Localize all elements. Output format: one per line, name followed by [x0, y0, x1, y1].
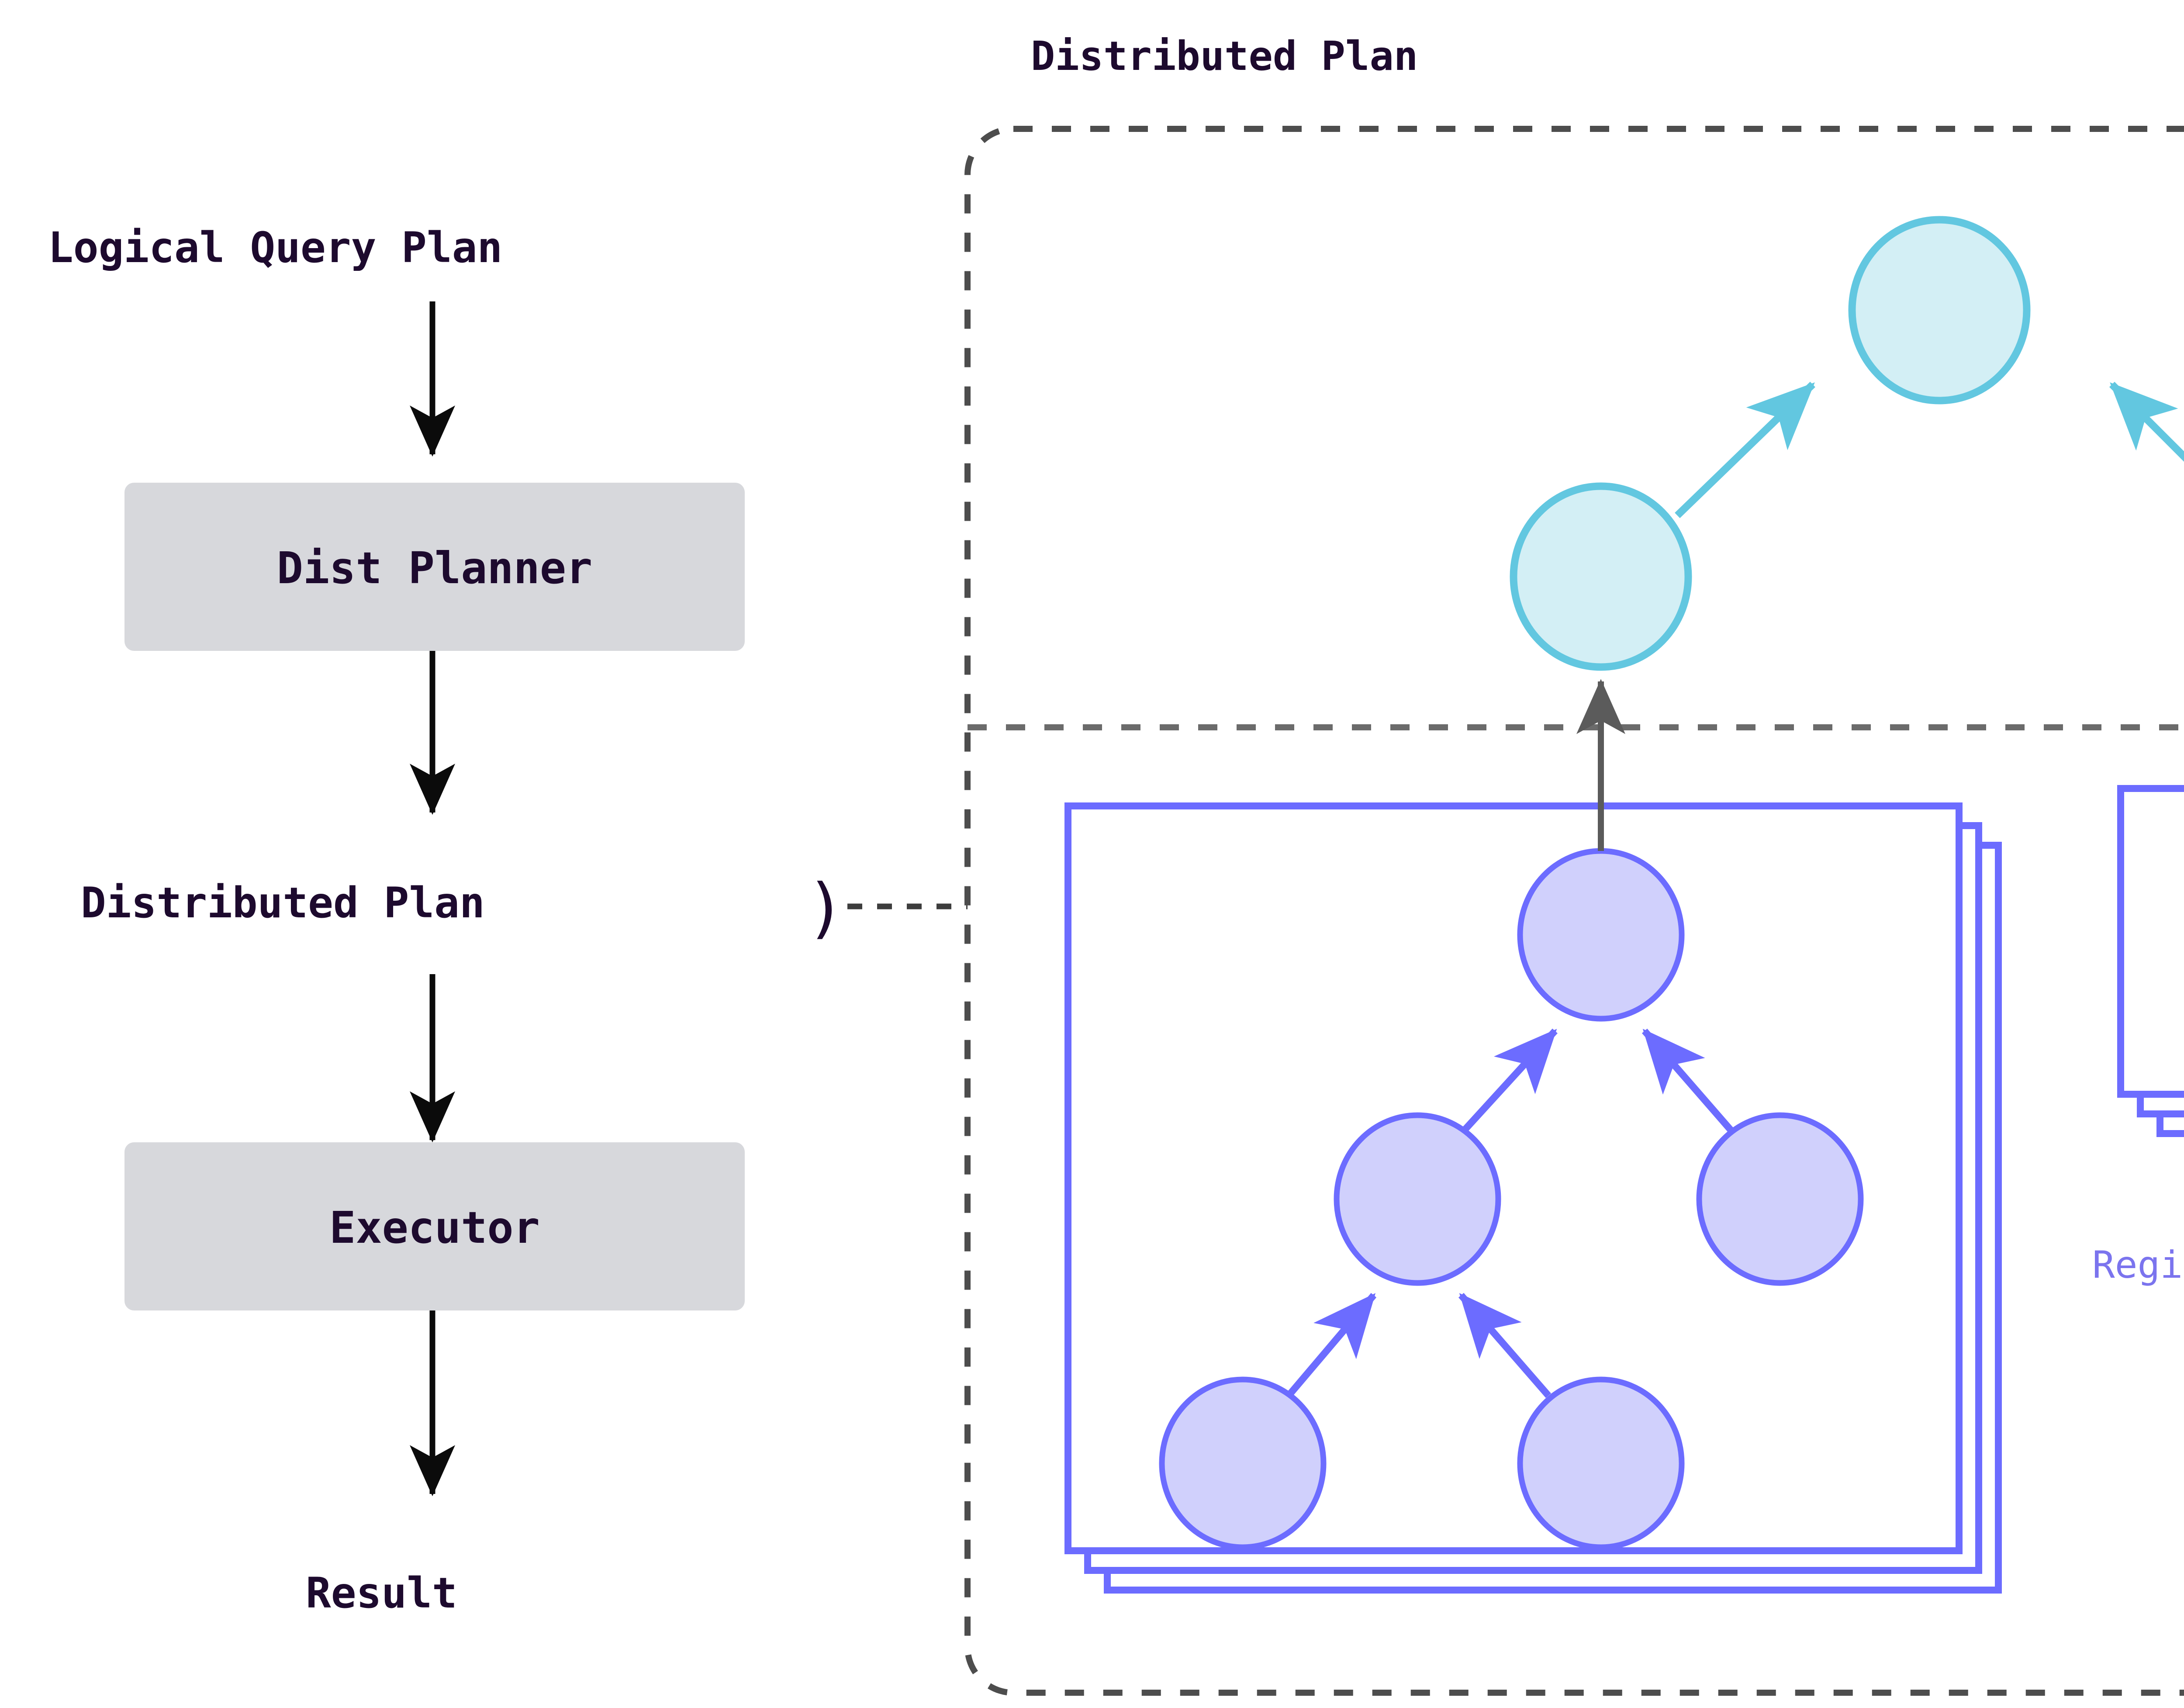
edge-d1leafB-to-d1mid — [1458, 1293, 1552, 1398]
distributed-plan-container-title: Distributed Plan — [1031, 33, 1418, 80]
region-box-right-layer-1 — [2117, 785, 2184, 1098]
edge-d1right-to-d1root — [1641, 1028, 1735, 1134]
region-group-left[interactable] — [1064, 802, 2002, 1594]
dist-planner-label: Dist Planner — [277, 543, 592, 594]
datanode-node-d1-leaf-a[interactable] — [1159, 1376, 1327, 1550]
dist-planner-box[interactable]: Dist Planner — [124, 483, 745, 651]
datanode-node-d1-root[interactable] — [1517, 848, 1685, 1022]
brace-connector: ) — [806, 870, 845, 946]
region-group-right[interactable] — [2117, 785, 2184, 1137]
datanode-node-d1-mid[interactable] — [1334, 1112, 1501, 1286]
frontend-node-root[interactable] — [1848, 216, 2031, 405]
executor-box[interactable]: Executor — [124, 1142, 745, 1310]
datanode-node-d1-leaf-b[interactable] — [1517, 1376, 1685, 1550]
executor-label: Executor — [329, 1202, 540, 1253]
dist-planner-box-shape — [124, 483, 745, 651]
datanode-node-d1-right[interactable] — [1696, 1112, 1864, 1286]
result-label: Result — [306, 1569, 457, 1618]
frontend-node-left[interactable] — [1510, 482, 1692, 671]
edge-fleft-to-froot — [1675, 381, 1815, 519]
frontend-stage-group — [1510, 216, 2184, 671]
left-flow-column: Logical Query Plan Dist Planner Distribu… — [48, 223, 968, 1618]
edge-fright-to-froot — [2109, 381, 2184, 462]
logical-query-plan-label: Logical Query Plan — [48, 223, 502, 272]
cross-stage-edges — [1576, 679, 1625, 851]
edge-d1leafA-to-d1mid — [1286, 1293, 1377, 1398]
distributed-plan-boundary — [964, 126, 2184, 1696]
edge-d1mid-to-d1root — [1461, 1028, 1558, 1134]
executor-box-shape — [124, 1142, 745, 1310]
distributed-plan-container: Distributed Plan Frontend Stage Datanode… — [964, 33, 2184, 1696]
regions-label: Regions — [2092, 1243, 2184, 1287]
distributed-plan-step-label: Distributed Plan — [81, 878, 485, 927]
